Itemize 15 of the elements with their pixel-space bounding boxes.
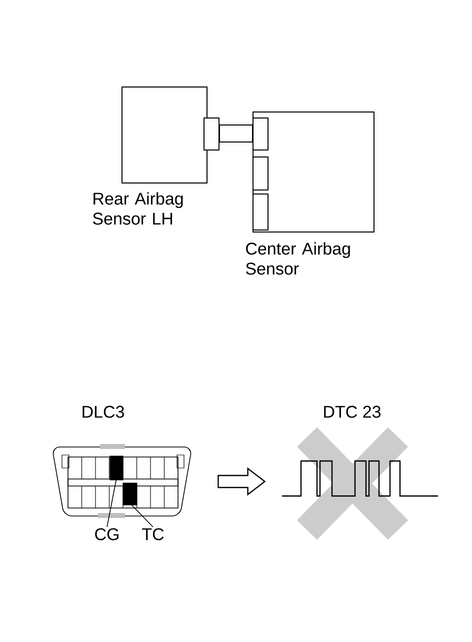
leader-line xyxy=(130,502,154,528)
pin xyxy=(122,482,138,506)
pin xyxy=(110,456,124,480)
leader-line xyxy=(106,478,117,528)
sensor-box: Center Airbag Sensor xyxy=(246,112,374,275)
sensor-box: Rear Airbag Sensor LH xyxy=(92,86,220,225)
harness xyxy=(219,124,253,142)
node-label: Rear Airbag Sensor LH xyxy=(92,192,183,225)
node-label: Center Airbag Sensor xyxy=(246,242,350,275)
waveform-drawing xyxy=(282,427,438,540)
pin-label: TC xyxy=(142,528,164,540)
block-arrow xyxy=(218,467,266,496)
heading: DTC 23 xyxy=(324,406,381,418)
pin-label: CG xyxy=(95,528,118,540)
heading: DLC3 xyxy=(82,406,124,418)
